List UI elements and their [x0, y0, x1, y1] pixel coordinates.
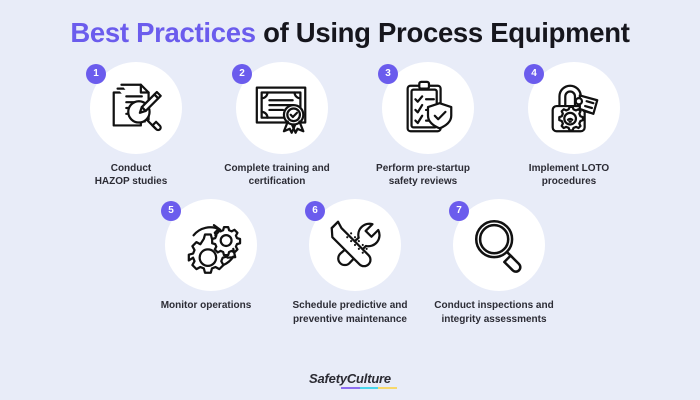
- step-4-label: Implement LOTO procedures: [528, 162, 610, 188]
- footer: SafetyCulture: [0, 372, 700, 389]
- step-3-number-badge: 3: [378, 63, 398, 84]
- magnifying-glass-icon: [453, 199, 545, 291]
- title-block: Best Practices of Using Process Equipmen…: [0, 19, 700, 47]
- step-1-number-badge: 1: [86, 63, 106, 84]
- step-6-label: Schedule predictive and preventive maint…: [292, 300, 408, 325]
- underline-segment-yellow: [378, 386, 398, 389]
- page-title: Best Practices of Using Process Equipmen…: [0, 19, 700, 47]
- step-7-label: Conduct inspections and integrity assess…: [434, 300, 554, 325]
- step-3-label: Perform pre-startup safety reviews: [376, 162, 470, 188]
- step-7-number-badge: 7: [449, 201, 469, 222]
- step-card-4[interactable]: 4 Implement LOTO procedures: [510, 60, 628, 190]
- page-title-rest: of Using Process Equipment: [255, 17, 630, 48]
- underline-segment-cyan: [359, 386, 379, 389]
- step-1-graphic: 1: [81, 60, 182, 160]
- safetyculture-logo-underline: [341, 386, 398, 389]
- step-5-label: Monitor operations: [160, 300, 252, 312]
- gears-cycle-arrows-icon: [165, 199, 257, 291]
- step-card-2[interactable]: 2 Complete training and certif: [218, 60, 336, 190]
- step-2-label: Complete training and certification: [224, 162, 330, 188]
- padlock-gear-tag-icon: [528, 62, 620, 154]
- step-card-3[interactable]: 3 Perform pre-startup safety r: [364, 60, 482, 190]
- clipboard-checklist-shield-icon: [382, 62, 474, 154]
- step-3-graphic: 3: [373, 60, 474, 160]
- safetyculture-logo[interactable]: SafetyCulture: [309, 371, 398, 389]
- step-1-label: Conduct HAZOP studies: [94, 162, 168, 188]
- step-card-6[interactable]: 6: [291, 197, 409, 327]
- step-7-graphic: 7: [444, 197, 545, 297]
- step-4-graphic: 4: [519, 60, 620, 160]
- step-2-graphic: 2: [227, 60, 328, 160]
- steps-row-1: 1 Co: [0, 60, 700, 190]
- step-4-number-badge: 4: [524, 63, 544, 84]
- step-5-number-badge: 5: [161, 201, 181, 222]
- steps-row-2: 5 Monitor operations: [0, 197, 700, 327]
- wrench-screwdriver-icon: [309, 199, 401, 291]
- step-6-number-badge: 6: [305, 201, 325, 222]
- step-6-graphic: 6: [300, 197, 401, 297]
- step-card-7[interactable]: 7 Conduct inspections and integrity asse…: [434, 197, 554, 327]
- step-2-number-badge: 2: [232, 63, 252, 84]
- step-5-graphic: 5: [156, 197, 257, 297]
- step-card-5[interactable]: 5 Monitor operations: [147, 197, 265, 327]
- step-card-1[interactable]: 1 Co: [72, 60, 190, 190]
- page-title-accent: Best Practices: [70, 17, 256, 48]
- documents-magnifier-pencil-icon: [90, 62, 182, 154]
- certificate-award-ribbon-icon: [236, 62, 328, 154]
- safetyculture-logo-text: SafetyCulture: [309, 371, 391, 386]
- underline-segment-purple: [341, 386, 360, 389]
